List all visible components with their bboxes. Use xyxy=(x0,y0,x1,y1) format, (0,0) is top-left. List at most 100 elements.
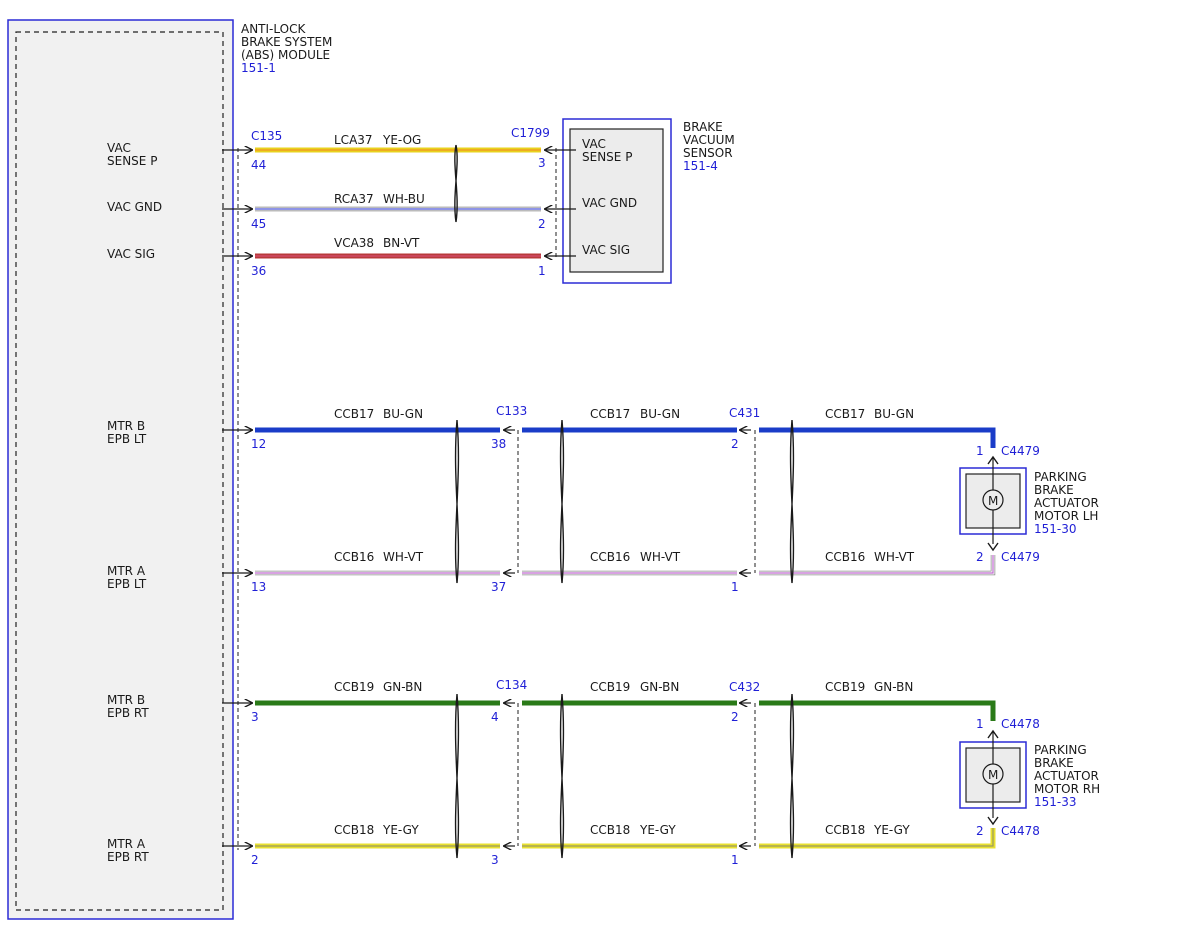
motor-rh-title-2: BRAKE xyxy=(1034,756,1074,770)
connector-c432: C432 xyxy=(729,680,760,694)
sensor-pin-vac-sig: VAC SIG xyxy=(582,243,630,257)
rca37-pin-sensor: 2 xyxy=(538,217,546,231)
sensor-title-3: SENSOR xyxy=(683,146,733,160)
twist-lt-2 xyxy=(559,419,565,584)
motor-rh-conn-1: C4478 xyxy=(1001,717,1040,731)
twist-lt-3 xyxy=(789,419,795,584)
abs-module-ref: 151-1 xyxy=(241,61,276,75)
motor-lh-ref: 151-30 xyxy=(1034,522,1077,536)
sensor-ref: 151-4 xyxy=(683,159,718,173)
parking-brake-motor-lh: M 1 C4479 2 C4479 PARKING BRAKE ACTUATOR… xyxy=(959,444,1099,564)
wire-color-label: WH-VT xyxy=(874,550,915,564)
circuit-label: CCB19 xyxy=(590,680,630,694)
abs-pin-labels: VAC SENSE P VAC GND VAC SIG MTR B EPB LT… xyxy=(107,141,162,864)
circuit-label: CCB17 xyxy=(590,407,630,421)
circuit-label: CCB17 xyxy=(825,407,865,421)
wire-stripe xyxy=(990,555,994,574)
wire-stripe xyxy=(990,828,994,847)
motor-lh-conn-1: C4479 xyxy=(1001,444,1040,458)
abs-pin-mtrb-rt-2: EPB RT xyxy=(107,706,149,720)
pin-number: 13 xyxy=(251,580,266,594)
abs-pin-vac-sense-1: VAC xyxy=(107,141,131,155)
pin-number: 3 xyxy=(491,853,499,867)
rca37-circuit: RCA37 xyxy=(334,192,374,206)
motor-lh-title-3: ACTUATOR xyxy=(1034,496,1099,510)
wire-color-label: BU-GN xyxy=(640,407,680,421)
connector-c431: C431 xyxy=(729,406,760,420)
motor-rh-title-3: ACTUATOR xyxy=(1034,769,1099,783)
sensor-pin-vac-sense-2: SENSE P xyxy=(582,150,632,164)
pin-number: 38 xyxy=(491,437,506,451)
motor-lh-title-1: PARKING xyxy=(1034,470,1087,484)
sensor-title-2: VACUUM xyxy=(683,133,735,147)
circuit-label: CCB18 xyxy=(334,823,374,837)
connector-c1799: C1799 xyxy=(511,126,550,140)
abs-pin-mtrb-lt-2: EPB LT xyxy=(107,432,147,446)
vca38-circuit: VCA38 xyxy=(334,236,374,250)
motor-rh-conn-2: C4478 xyxy=(1001,824,1040,838)
wire-color-label: YE-GY xyxy=(639,823,676,837)
wire-stripe xyxy=(990,429,994,448)
circuit-label: CCB16 xyxy=(590,550,630,564)
vca38-pin-abs: 36 xyxy=(251,264,266,278)
motor-lh-conn-2: C4479 xyxy=(1001,550,1040,564)
twist-lt-1 xyxy=(454,419,460,584)
abs-pin-mtrb-rt-1: MTR B xyxy=(107,693,145,707)
motor-lh-title-4: MOTOR LH xyxy=(1034,509,1098,523)
twisted-pair-vac xyxy=(454,144,458,223)
abs-pin-mtrb-lt-1: MTR B xyxy=(107,419,145,433)
abs-module-title-2: BRAKE SYSTEM xyxy=(241,35,332,49)
lca37-circuit: LCA37 xyxy=(334,133,373,147)
pin-number: 2 xyxy=(251,853,259,867)
twisted-pairs-motor xyxy=(454,419,795,859)
circuit-label: CCB17 xyxy=(334,407,374,421)
parking-brake-motor-rh: M 1 C4478 2 C4478 PARKING BRAKE ACTUATOR… xyxy=(959,717,1100,838)
wire-color-label: BU-GN xyxy=(874,407,914,421)
wire-color-label: YE-GY xyxy=(873,823,910,837)
wire-color-label: WH-VT xyxy=(383,550,424,564)
twist-rt-3 xyxy=(789,693,795,859)
motor-lh-title-2: BRAKE xyxy=(1034,483,1074,497)
twist-rt-2 xyxy=(559,693,565,859)
pin-number: 4 xyxy=(491,710,499,724)
wire-color-label: YE-GY xyxy=(382,823,419,837)
abs-pin-mtra-lt-2: EPB LT xyxy=(107,577,147,591)
circuit-label: CCB19 xyxy=(825,680,865,694)
circuit-label: CCB18 xyxy=(825,823,865,837)
motor-rh-pin-1: 1 xyxy=(976,717,984,731)
pin-number: 1 xyxy=(731,853,739,867)
pin-number: 3 xyxy=(251,710,259,724)
abs-pin-vac-sig: VAC SIG xyxy=(107,247,155,261)
wire-color-label: WH-VT xyxy=(640,550,681,564)
circuit-label: CCB16 xyxy=(334,550,374,564)
lca37-color: YE-OG xyxy=(382,133,421,147)
wire-stripe xyxy=(990,702,994,721)
wire-color-label: GN-BN xyxy=(640,680,679,694)
wire-vca38: VCA38 BN-VT 36 1 xyxy=(222,236,576,278)
motor-rh-title-4: MOTOR RH xyxy=(1034,782,1100,796)
motor-rh-pin-2: 2 xyxy=(976,824,984,838)
abs-module-title-3: (ABS) MODULE xyxy=(241,48,330,62)
circuit-label: CCB18 xyxy=(590,823,630,837)
abs-module: ANTI-LOCK BRAKE SYSTEM (ABS) MODULE 151-… xyxy=(7,19,332,920)
abs-pin-vac-sense-2: SENSE P xyxy=(107,154,157,168)
wire-lca37: LCA37 YE-OG 44 3 xyxy=(222,133,576,172)
sensor-pin-vac-gnd: VAC GND xyxy=(582,196,637,210)
vca38-pin-sensor: 1 xyxy=(538,264,546,278)
connector-c134: C134 xyxy=(496,678,527,692)
wire-color-label: BU-GN xyxy=(383,407,423,421)
rca37-pin-abs: 45 xyxy=(251,217,266,231)
lca37-pin-sensor: 3 xyxy=(538,156,546,170)
pin-number: 1 xyxy=(731,580,739,594)
circuit-label: CCB19 xyxy=(334,680,374,694)
wire-rca37: RCA37 WH-BU 45 2 xyxy=(222,192,576,231)
circuit-label: CCB16 xyxy=(825,550,865,564)
twist-rt-1 xyxy=(454,693,460,859)
abs-module-title-1: ANTI-LOCK xyxy=(241,22,306,36)
abs-pin-mtra-lt-1: MTR A xyxy=(107,564,146,578)
wire-ccb18: CCB18 YE-GY CCB18 YE-GY CCB18 YE-GY 2 3 1 xyxy=(222,823,996,867)
abs-pin-mtra-rt-2: EPB RT xyxy=(107,850,149,864)
